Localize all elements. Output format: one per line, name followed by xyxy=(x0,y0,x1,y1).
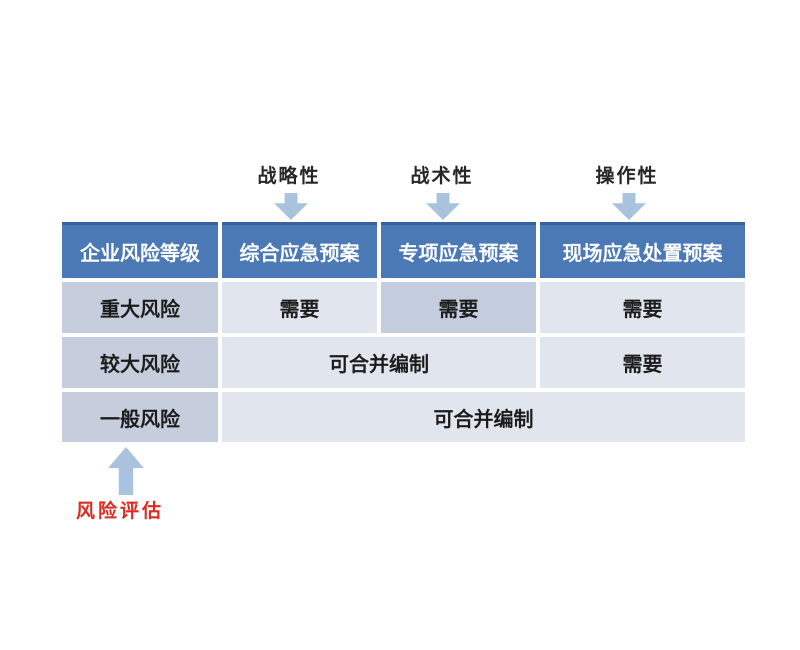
up-arrow-icon xyxy=(108,447,144,495)
plan-type-label-operational: 操作性 xyxy=(595,165,659,187)
plan-type-label-strategic: 战略性 xyxy=(257,165,321,187)
header-cell-onsite-plan: 现场应急处置预案 xyxy=(540,222,745,278)
row-level-cell: 一般风险 xyxy=(62,392,218,442)
row-level-cell: 重大风险 xyxy=(62,282,218,333)
table-cell-merged: 可合并编制 xyxy=(222,392,745,442)
risk-plan-matrix-table: 企业风险等级 综合应急预案 专项应急预案 现场应急处置预案 重大风险 需要 需要… xyxy=(62,222,745,442)
header-cell-special-plan: 专项应急预案 xyxy=(381,222,536,278)
table-cell-merged: 可合并编制 xyxy=(222,337,536,388)
plan-type-label-tactical: 战术性 xyxy=(410,165,474,187)
table-cell: 需要 xyxy=(381,282,536,333)
risk-assessment-label: 风险评估 xyxy=(76,500,165,522)
table-cell: 需要 xyxy=(222,282,377,333)
header-cell-comprehensive-plan: 综合应急预案 xyxy=(222,222,377,278)
row-level-cell: 较大风险 xyxy=(62,337,218,388)
down-arrow-icon xyxy=(274,193,308,220)
table-cell: 需要 xyxy=(540,337,745,388)
down-arrow-icon xyxy=(426,193,460,220)
table-cell: 需要 xyxy=(540,282,745,333)
down-arrow-icon xyxy=(612,193,646,220)
header-cell-risk-level: 企业风险等级 xyxy=(62,222,218,278)
